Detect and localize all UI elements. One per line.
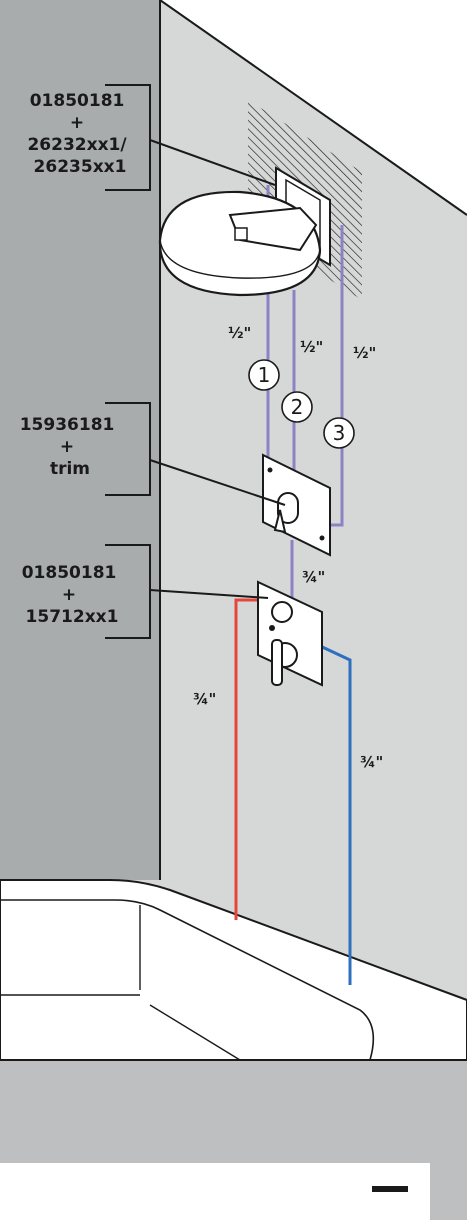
size-cold: ¾" — [360, 753, 383, 771]
showerhead — [158, 166, 331, 297]
diverter-part-line-2: + — [60, 437, 74, 457]
outlet-number-1: 1 — [258, 363, 271, 387]
thermostat-part-line-2: + — [62, 585, 76, 605]
label-diverter-part: 15936181 + trim — [20, 415, 121, 479]
thermostat-part-line-1: 01850181 — [22, 563, 117, 583]
leader-thermostat — [149, 589, 269, 599]
bottom-mark — [372, 1186, 408, 1192]
pipe-outlet-3 — [330, 225, 344, 527]
thermostat-valve — [257, 580, 323, 687]
size-outlet-1: ½" — [228, 324, 251, 342]
label-showerhead-part: 01850181 + 26232xx1/ 26235xx1 — [27, 91, 132, 177]
size-supply-mid: ¾" — [302, 568, 325, 586]
diverter-valve — [262, 453, 331, 557]
outlet-number-3: 3 — [333, 421, 346, 445]
leader-showerhead — [149, 139, 276, 186]
tub-rim — [0, 879, 467, 1061]
ceiling-edge — [159, 0, 467, 216]
showerhead-part-line-4: 26235xx1 — [34, 157, 127, 177]
callout-brackets — [105, 84, 286, 639]
showerhead-part-line-2: + — [70, 113, 84, 133]
label-thermostat-part: 01850181 + 15712xx1 — [22, 563, 123, 627]
tub-line-3 — [149, 1004, 241, 1061]
showerhead-part-line-3: 26232xx1/ — [27, 135, 127, 155]
cold-pipe — [317, 643, 352, 985]
tub-inner — [0, 899, 375, 1061]
outlet-number-2: 2 — [291, 395, 304, 419]
diverter-part-line-3: trim — [50, 459, 90, 479]
diverter-part-line-1: 15936181 — [20, 415, 115, 435]
size-outlet-2: ½" — [300, 338, 323, 356]
outlet-markers: 1 2 3 — [248, 359, 355, 449]
size-outlet-3: ½" — [353, 344, 376, 362]
bottom-white — [0, 1163, 430, 1220]
size-hot: ¾" — [193, 690, 216, 708]
thermostat-part-line-3: 15712xx1 — [26, 607, 119, 627]
dark-wall — [0, 0, 160, 880]
leader-diverter — [149, 459, 286, 506]
showerhead-part-line-1: 01850181 — [30, 91, 125, 111]
